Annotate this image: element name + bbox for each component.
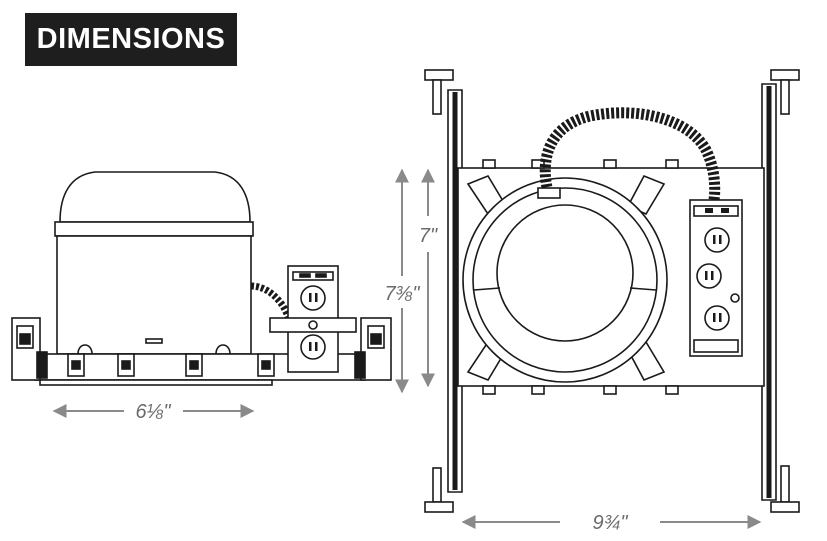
side-view-flex-conduit — [250, 282, 294, 324]
side-view — [11, 171, 392, 386]
front-height-inner-label: 7" — [419, 225, 438, 247]
front-view-aperture — [496, 204, 634, 342]
dimensions-title: DIMENSIONS — [36, 23, 226, 55]
front-height-outer-label: 7⅜" — [385, 283, 421, 305]
side-view-plate-clips — [67, 353, 275, 377]
front-view-flex-conduit — [539, 107, 721, 201]
side-view-left-bar-hanger — [11, 317, 48, 381]
dimensions-title-badge: DIMENSIONS — [25, 13, 237, 66]
side-view-can-body — [56, 235, 252, 355]
side-width-label: 6⅛" — [136, 401, 172, 423]
front-view-frame-tabs — [482, 159, 679, 395]
front-width-label: 9¾" — [593, 512, 629, 534]
side-view-can-rim — [54, 221, 254, 237]
side-width-dimension: 6⅛" — [52, 401, 255, 423]
side-view-junction-box — [269, 265, 357, 373]
front-view-right-bar-hanger — [761, 69, 800, 513]
front-view — [424, 69, 800, 513]
side-view-right-bar-hanger — [354, 317, 392, 381]
front-width-dimension: 9¾" — [461, 512, 762, 534]
front-height-inner-dimension: 7" — [419, 168, 438, 388]
side-view-dome — [59, 171, 251, 223]
front-view-left-bar-hanger — [424, 69, 463, 513]
front-height-outer-dimension: 7⅜" — [385, 168, 421, 394]
front-view-junction-box — [689, 199, 743, 357]
